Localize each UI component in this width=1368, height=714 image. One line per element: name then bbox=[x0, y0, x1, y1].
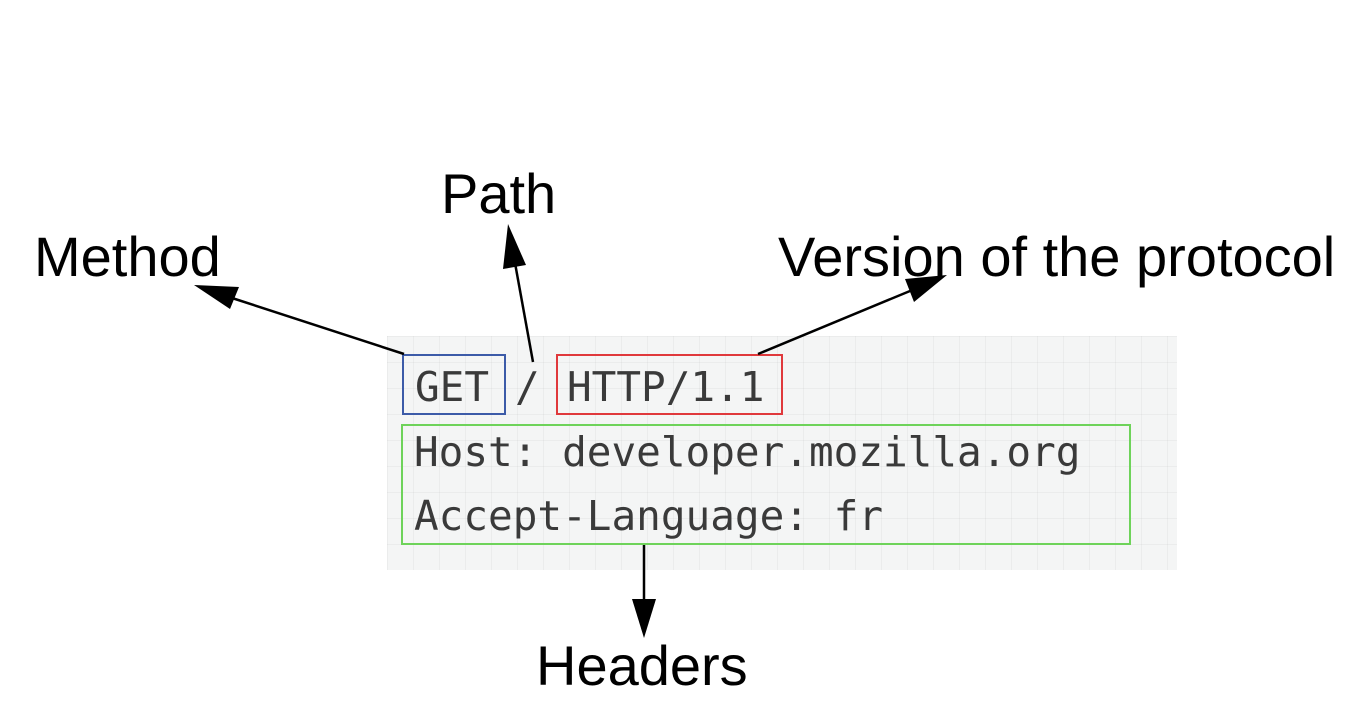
headers-arrow bbox=[632, 545, 656, 638]
headers-label: Headers bbox=[536, 634, 748, 697]
version-arrow bbox=[757, 275, 947, 356]
headers-highlight-box bbox=[401, 424, 1131, 545]
header-line-accept-language: Accept-Language: fr bbox=[414, 492, 883, 540]
request-version-text: HTTP/1.1 bbox=[567, 363, 765, 411]
request-method-text: GET bbox=[415, 363, 490, 411]
method-arrow bbox=[194, 285, 405, 356]
version-label: Version of the protocol bbox=[778, 225, 1336, 288]
method-label: Method bbox=[34, 225, 221, 288]
request-path-text: / bbox=[515, 363, 540, 411]
method-highlight-box bbox=[402, 354, 506, 415]
header-line-host: Host: developer.mozilla.org bbox=[414, 428, 1081, 476]
path-label: Path bbox=[441, 162, 557, 225]
version-highlight-box bbox=[556, 354, 783, 415]
path-arrow bbox=[503, 224, 535, 363]
